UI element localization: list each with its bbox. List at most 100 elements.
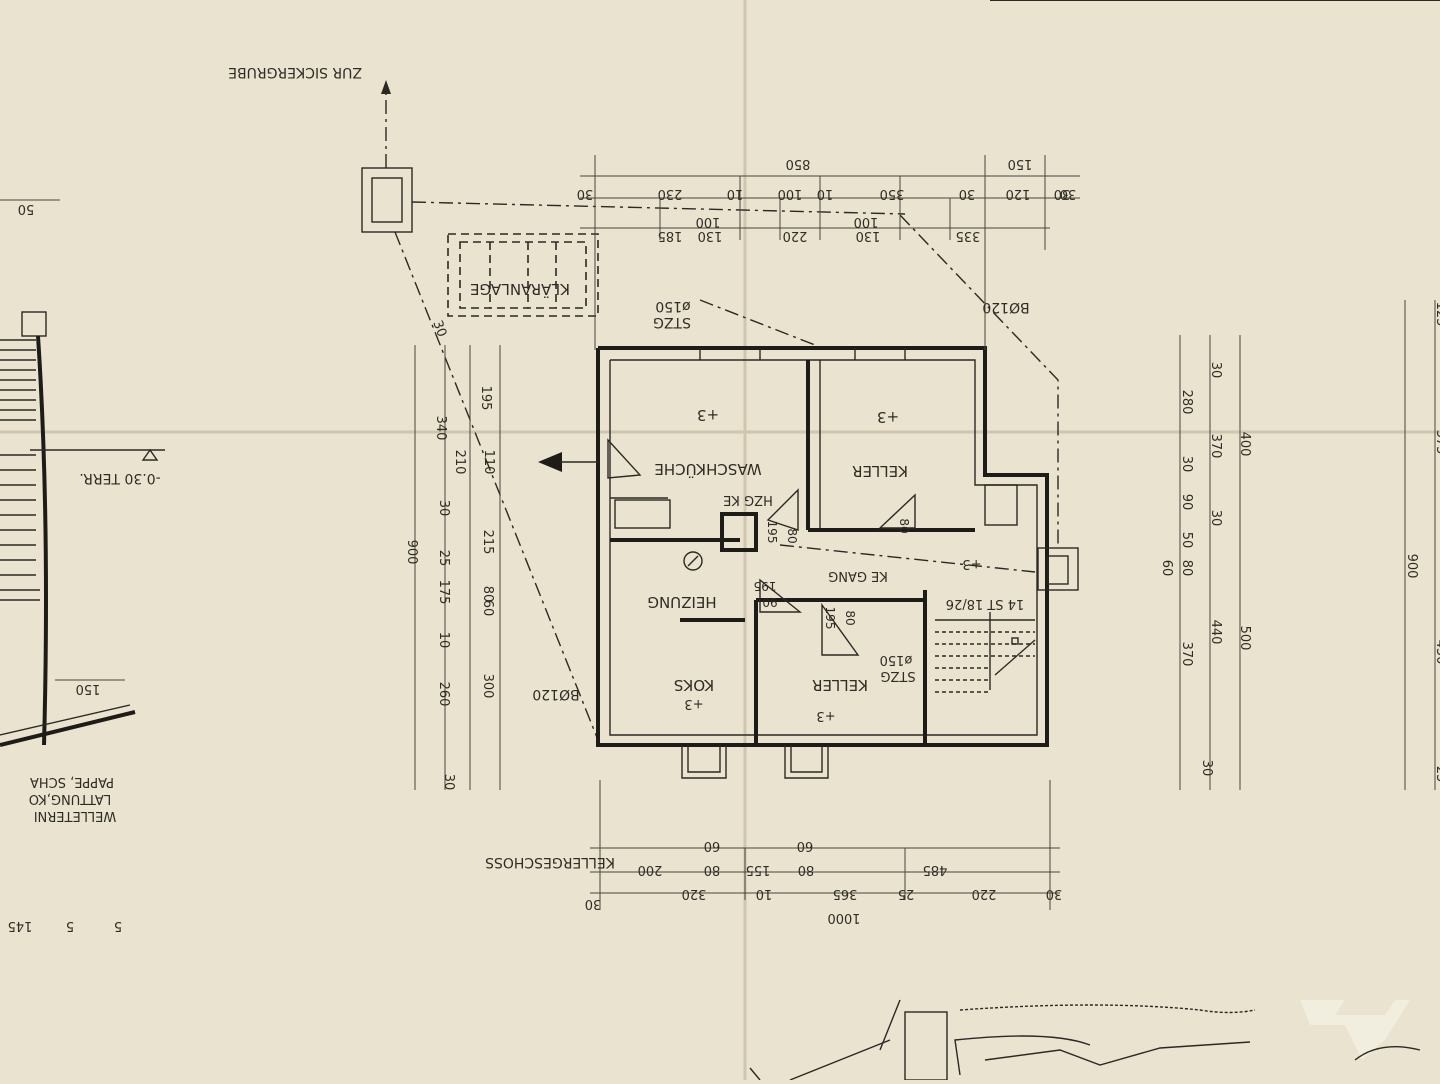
label-phi150-mid: ø150 (880, 652, 913, 667)
dim-bot-30: 30 (585, 896, 602, 911)
dim-bot2-1: 80 (704, 862, 721, 877)
dim-right-a-2: 30 (1179, 456, 1194, 473)
label-phi150-top: ø150 (655, 298, 690, 314)
dim-inner-2: 195 (754, 579, 777, 593)
room-waschkueche: WASCHKÜCHE (654, 460, 761, 479)
label-ke-gang: KE GANG (828, 568, 888, 583)
label-hzg-ke: HZG KE (723, 492, 773, 507)
dim-left-b-5: 260 (436, 682, 451, 707)
dim-misc-145: 145 (8, 918, 33, 933)
label-terrace-level: -0.30 TERR. (79, 470, 160, 486)
dim-r4-3: 130 (856, 228, 881, 243)
dim-right-a-1: 280 (1179, 390, 1194, 415)
door-swing-1 (607, 438, 642, 479)
dim-left-b-3: 175 (436, 580, 451, 605)
dim-inner-1: 80 (785, 528, 799, 543)
dim-bot3-5: 30 (1046, 886, 1063, 901)
dim-left-a-0: 195 (478, 386, 493, 411)
dim-r2-8: 30 (1060, 186, 1077, 201)
dim-left-b-0: 340 (433, 416, 448, 441)
light-well-1 (681, 745, 727, 779)
room-keller-bottom: KELLER (812, 676, 868, 694)
arrow-up-icon (381, 80, 391, 94)
label-plus3-keller-bottom: +3 (816, 708, 835, 723)
dim-r2-5: 350 (880, 186, 905, 201)
inspection-shaft (361, 167, 413, 233)
dim-r4-2: 220 (783, 228, 808, 243)
dim-r2-1: 230 (658, 186, 683, 201)
dim-inner-5: 195 (823, 607, 837, 630)
dim-inner-4: 80 (843, 610, 857, 625)
dim-bot2-2: 155 (746, 862, 771, 877)
room-koks: KOKS (674, 676, 714, 694)
dim-right-b-3: 30 (1199, 760, 1214, 777)
dim-bot3-4: 220 (972, 886, 997, 901)
dim-right-a-4: 50 (1179, 532, 1194, 549)
dim-bot3-3: 25 (898, 886, 915, 901)
light-well-2 (784, 745, 829, 779)
label-stair: 14 ST 18/26 (946, 596, 1024, 611)
dim-far-right-3: 450 (1433, 640, 1440, 665)
dim-r2-6: 30 (959, 186, 976, 201)
dim-right-a-0: 30 (1208, 362, 1223, 379)
building-walls (538, 346, 1079, 779)
door-swing-3 (878, 493, 916, 529)
dim-right-a-7: 370 (1179, 642, 1194, 667)
dim-bot1-1: 60 (797, 838, 814, 853)
dim-misc-30b: 30 (1054, 186, 1071, 201)
dim-left-b-1: 30 (436, 500, 451, 517)
dim-misc-50: 50 (18, 201, 35, 216)
bottom-dimensions (590, 780, 1060, 910)
dim-right-b-2: 440 (1208, 620, 1223, 645)
label-stzg-top: STZG (653, 314, 691, 330)
door-swing-4 (759, 578, 802, 613)
dim-right-a-6: 60 (1159, 560, 1174, 577)
dim-bot-1000: 1000 (827, 910, 860, 925)
dim-right-b-1: 30 (1208, 510, 1223, 527)
dim-right-c-1: 500 (1237, 626, 1252, 651)
dim-top-150: 150 (1008, 156, 1033, 171)
septic-tank-outline (447, 233, 599, 317)
room-keller-top: KELLER (852, 462, 908, 480)
dim-left-a-3: 215 (480, 530, 495, 555)
dim-bot3-0: 320 (682, 886, 707, 901)
chimney-block (720, 512, 758, 552)
label-bo120-right: BØ120 (982, 299, 1029, 315)
label-klaeranlage: KLÄRANLAGE (470, 280, 570, 299)
dim-far-right-0: 125 (1433, 302, 1440, 327)
chimney-right (1037, 547, 1079, 591)
dim-far-right-4: 25 (1433, 766, 1440, 783)
door-swing-5 (821, 602, 860, 656)
dim-right-c-0: 400 (1237, 432, 1252, 457)
door-swing-2 (766, 488, 799, 531)
dim-left-a-5: 80 (480, 586, 495, 603)
dim-left-b-7: 30 (441, 774, 456, 791)
dim-right-b-0: 370 (1208, 434, 1223, 459)
dim-r2-3: 100 (778, 186, 803, 201)
dim-left-a-1: 110 (481, 450, 496, 475)
dim-far-right-1: 375 (1433, 430, 1440, 455)
dim-r4-1: 130 (698, 228, 723, 243)
left-note-line-1: WELLETERNI (34, 808, 117, 823)
label-kellergeschoss: KELLERGESCHOSS (485, 854, 615, 870)
boiler-icon (683, 551, 703, 571)
dim-inner-0: 195 (765, 521, 779, 544)
staircase (935, 612, 1036, 693)
dim-inner-3: 90 (762, 595, 777, 609)
dim-right-a-5: 80 (1179, 560, 1194, 577)
dim-left-b-2: 25 (436, 550, 451, 567)
dim-left-a-6: 300 (480, 674, 495, 699)
left-note-line-2: LATTUNG,KO (29, 791, 112, 806)
sink (614, 499, 671, 529)
dim-r2-7: 120 (1006, 186, 1031, 201)
dim-top-850: 850 (786, 156, 811, 171)
dim-misc-150: 150 (76, 681, 101, 696)
right-dimensions (1179, 300, 1436, 790)
label-stzg-mid: STZG (880, 668, 915, 683)
dim-left-a-4: 60 (480, 600, 495, 617)
dim-bot2-0: 200 (638, 862, 663, 877)
left-dimensions (414, 345, 501, 790)
labels: ZUR SICKERGRUBE KLÄRANLAGE STZG ø150 BØ1… (8, 64, 1440, 933)
